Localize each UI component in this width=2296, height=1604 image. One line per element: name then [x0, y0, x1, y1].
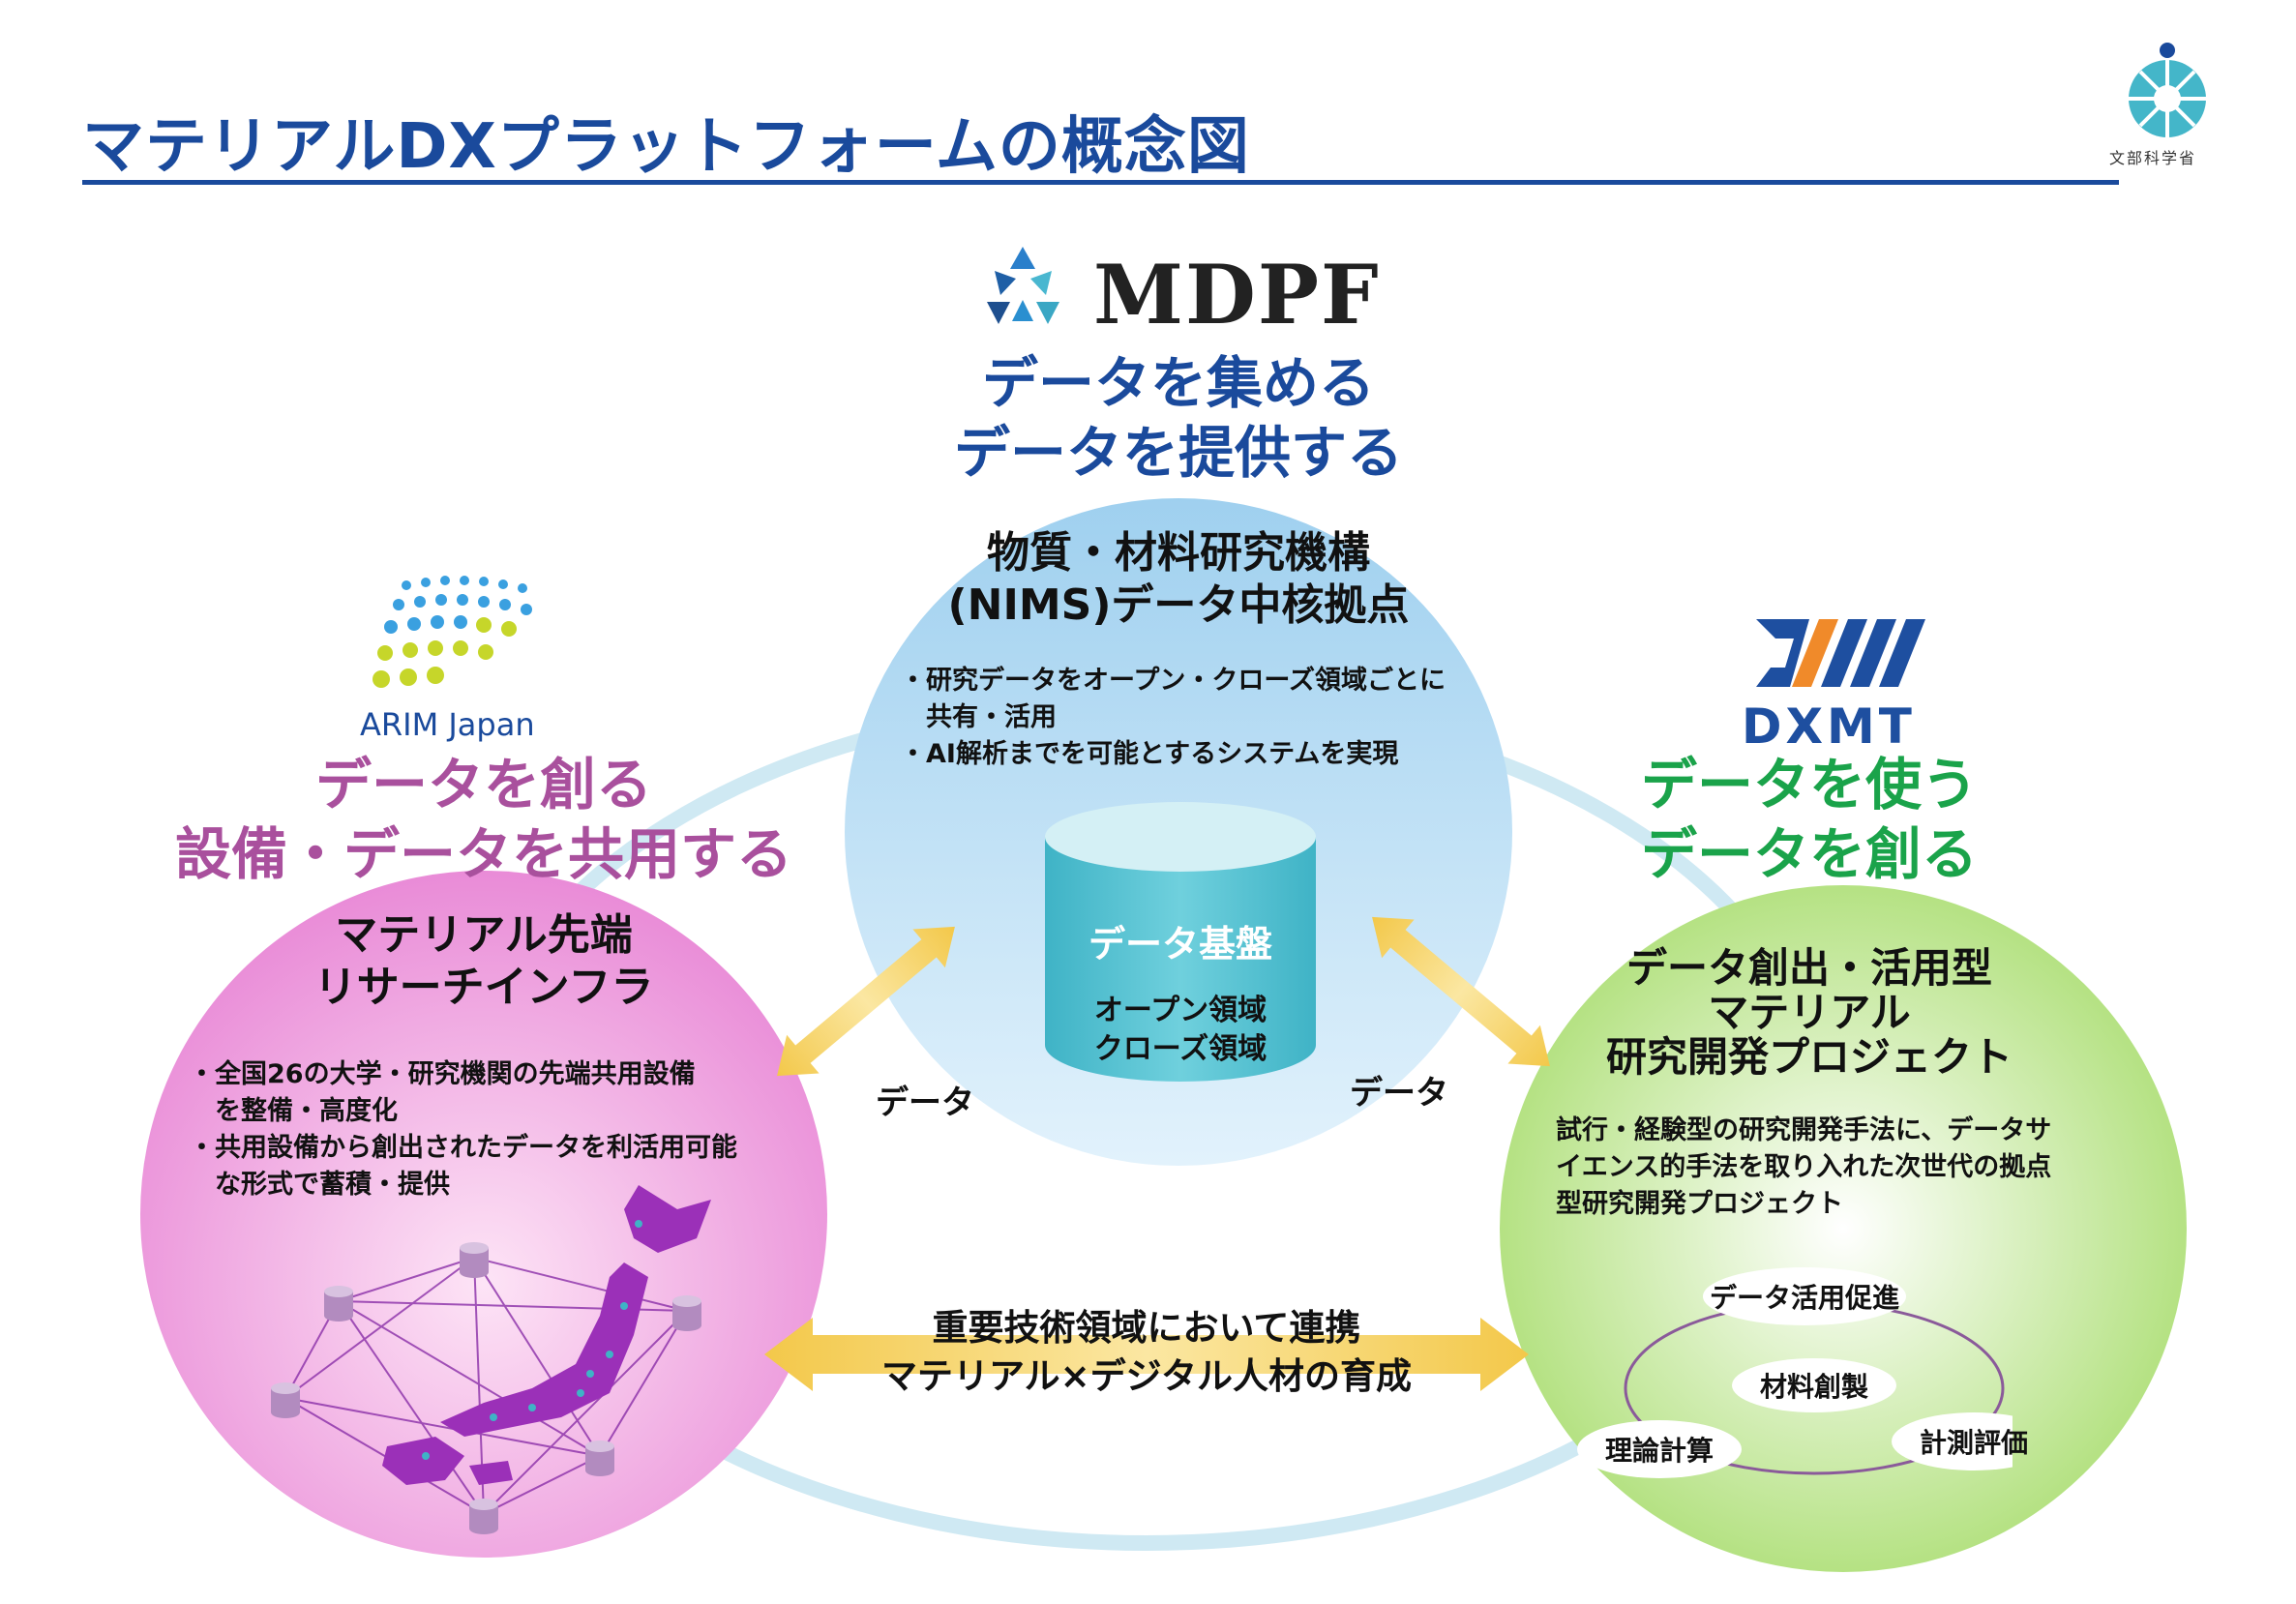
mdpf-logo-text: MDPF: [1093, 247, 1381, 342]
left-org-line: リサーチインフラ: [313, 963, 654, 1012]
center-org-line: (NIMS)データ中核拠点: [947, 580, 1410, 630]
mdpf-logo-icon: [987, 247, 1059, 324]
right-description-line: イエンス的手法を取り入れた次世代の拠点: [1556, 1152, 2052, 1182]
page-title: マテリアルDXプラットフォームの概念図: [82, 111, 1250, 183]
ministry-label: 文部科学省: [2109, 149, 2197, 167]
database-cylinder-icon: [1045, 802, 1316, 1082]
left-bullet: な形式で蓄積・提供: [189, 1170, 450, 1200]
title-underline: [82, 180, 2119, 185]
left-data-label: データ: [876, 1084, 974, 1122]
collaboration-text: 重要技術領域において連携 マテリアル×デジタル人材の育成: [808, 1304, 1485, 1401]
center-bullet: ・研究データをオープン・クローズ領域ごとに: [900, 666, 1446, 696]
collaboration-line: 重要技術領域において連携: [932, 1307, 1361, 1349]
right-heading-line: データを使う: [1640, 752, 1978, 817]
right-data-label: データ: [1350, 1074, 1448, 1113]
left-heading-line: 設備・データを共用する: [174, 821, 792, 887]
mext-emblem-icon: [2129, 43, 2206, 137]
dxmt-logo-icon: [1756, 619, 1925, 687]
right-description: 試行・経験型の研究開発手法に、データサ イエンス的手法を取り入れた次世代の拠点 …: [1556, 1113, 2051, 1223]
research-cycle-diagram: [1577, 1267, 2013, 1478]
database-title: データ基盤: [1088, 923, 1272, 965]
left-heading-line: データを創る: [314, 752, 652, 817]
right-description-line: 試行・経験型の研究開発手法に、データサ: [1556, 1115, 2052, 1145]
center-bullet: ・AI解析までを可能とするシステムを実現: [900, 739, 1399, 769]
left-bullets: ・全国26の大学・研究機関の先端共用設備 を整備・高度化 ・共用設備から創出され…: [189, 1056, 737, 1203]
database-area-line: クローズ領域: [1093, 1032, 1267, 1066]
collaboration-line: マテリアル×デジタル人材の育成: [881, 1355, 1412, 1397]
arim-logo-icon: [373, 576, 532, 688]
left-org-name: マテリアル先端 リサーチインフラ: [194, 909, 774, 1014]
japan-network-map-icon: [271, 1185, 711, 1534]
left-heading: データを創る 設備・データを共用する: [145, 750, 822, 889]
center-heading: データを集める データを提供する: [888, 348, 1469, 488]
right-heading-line: データを創る: [1640, 821, 1978, 887]
center-heading-line: データを集める: [981, 350, 1375, 416]
left-org-line: マテリアル先端: [335, 910, 633, 960]
right-org-line: データ創出・活用型: [1625, 944, 1992, 992]
cycle-node-left: 理論計算: [1604, 1435, 1715, 1467]
right-org-line: マテリアル: [1708, 989, 1911, 1036]
center-org-name: 物質・材料研究機構 (NIMS)データ中核拠点: [888, 527, 1469, 632]
center-bullets: ・研究データをオープン・クローズ領域ごとに 共有・活用 ・AI解析までを可能とす…: [900, 663, 1446, 773]
dxmt-logo-text: DXMT: [1742, 698, 1916, 755]
left-bullet: を整備・高度化: [189, 1096, 398, 1126]
left-bullet: ・全国26の大学・研究機関の先端共用設備: [189, 1059, 696, 1089]
cycle-node-center: 材料創製: [1759, 1371, 1869, 1403]
right-description-line: 型研究開発プロジェクト: [1556, 1189, 1843, 1219]
center-org-line: 物質・材料研究機構: [987, 528, 1370, 578]
center-bullet: 共有・活用: [900, 702, 1057, 732]
center-heading-line: データを提供する: [953, 420, 1403, 486]
right-org-name: データ創出・活用型 マテリアル 研究開発プロジェクト: [1519, 946, 2100, 1080]
left-bullet: ・共用設備から創出されたデータを利活用可能: [189, 1133, 737, 1163]
right-org-line: 研究開発プロジェクト: [1605, 1033, 2013, 1081]
database-areas: オープン領域 クローズ領域: [1040, 992, 1321, 1069]
arim-logo-text: ARIM Japan: [360, 706, 535, 743]
right-heading: データを使う データを創る: [1519, 750, 2100, 889]
cycle-node-right: 計測評価: [1919, 1427, 2029, 1459]
cycle-node-top: データ活用促進: [1709, 1282, 1900, 1314]
database-area-line: オープン領域: [1093, 994, 1267, 1027]
